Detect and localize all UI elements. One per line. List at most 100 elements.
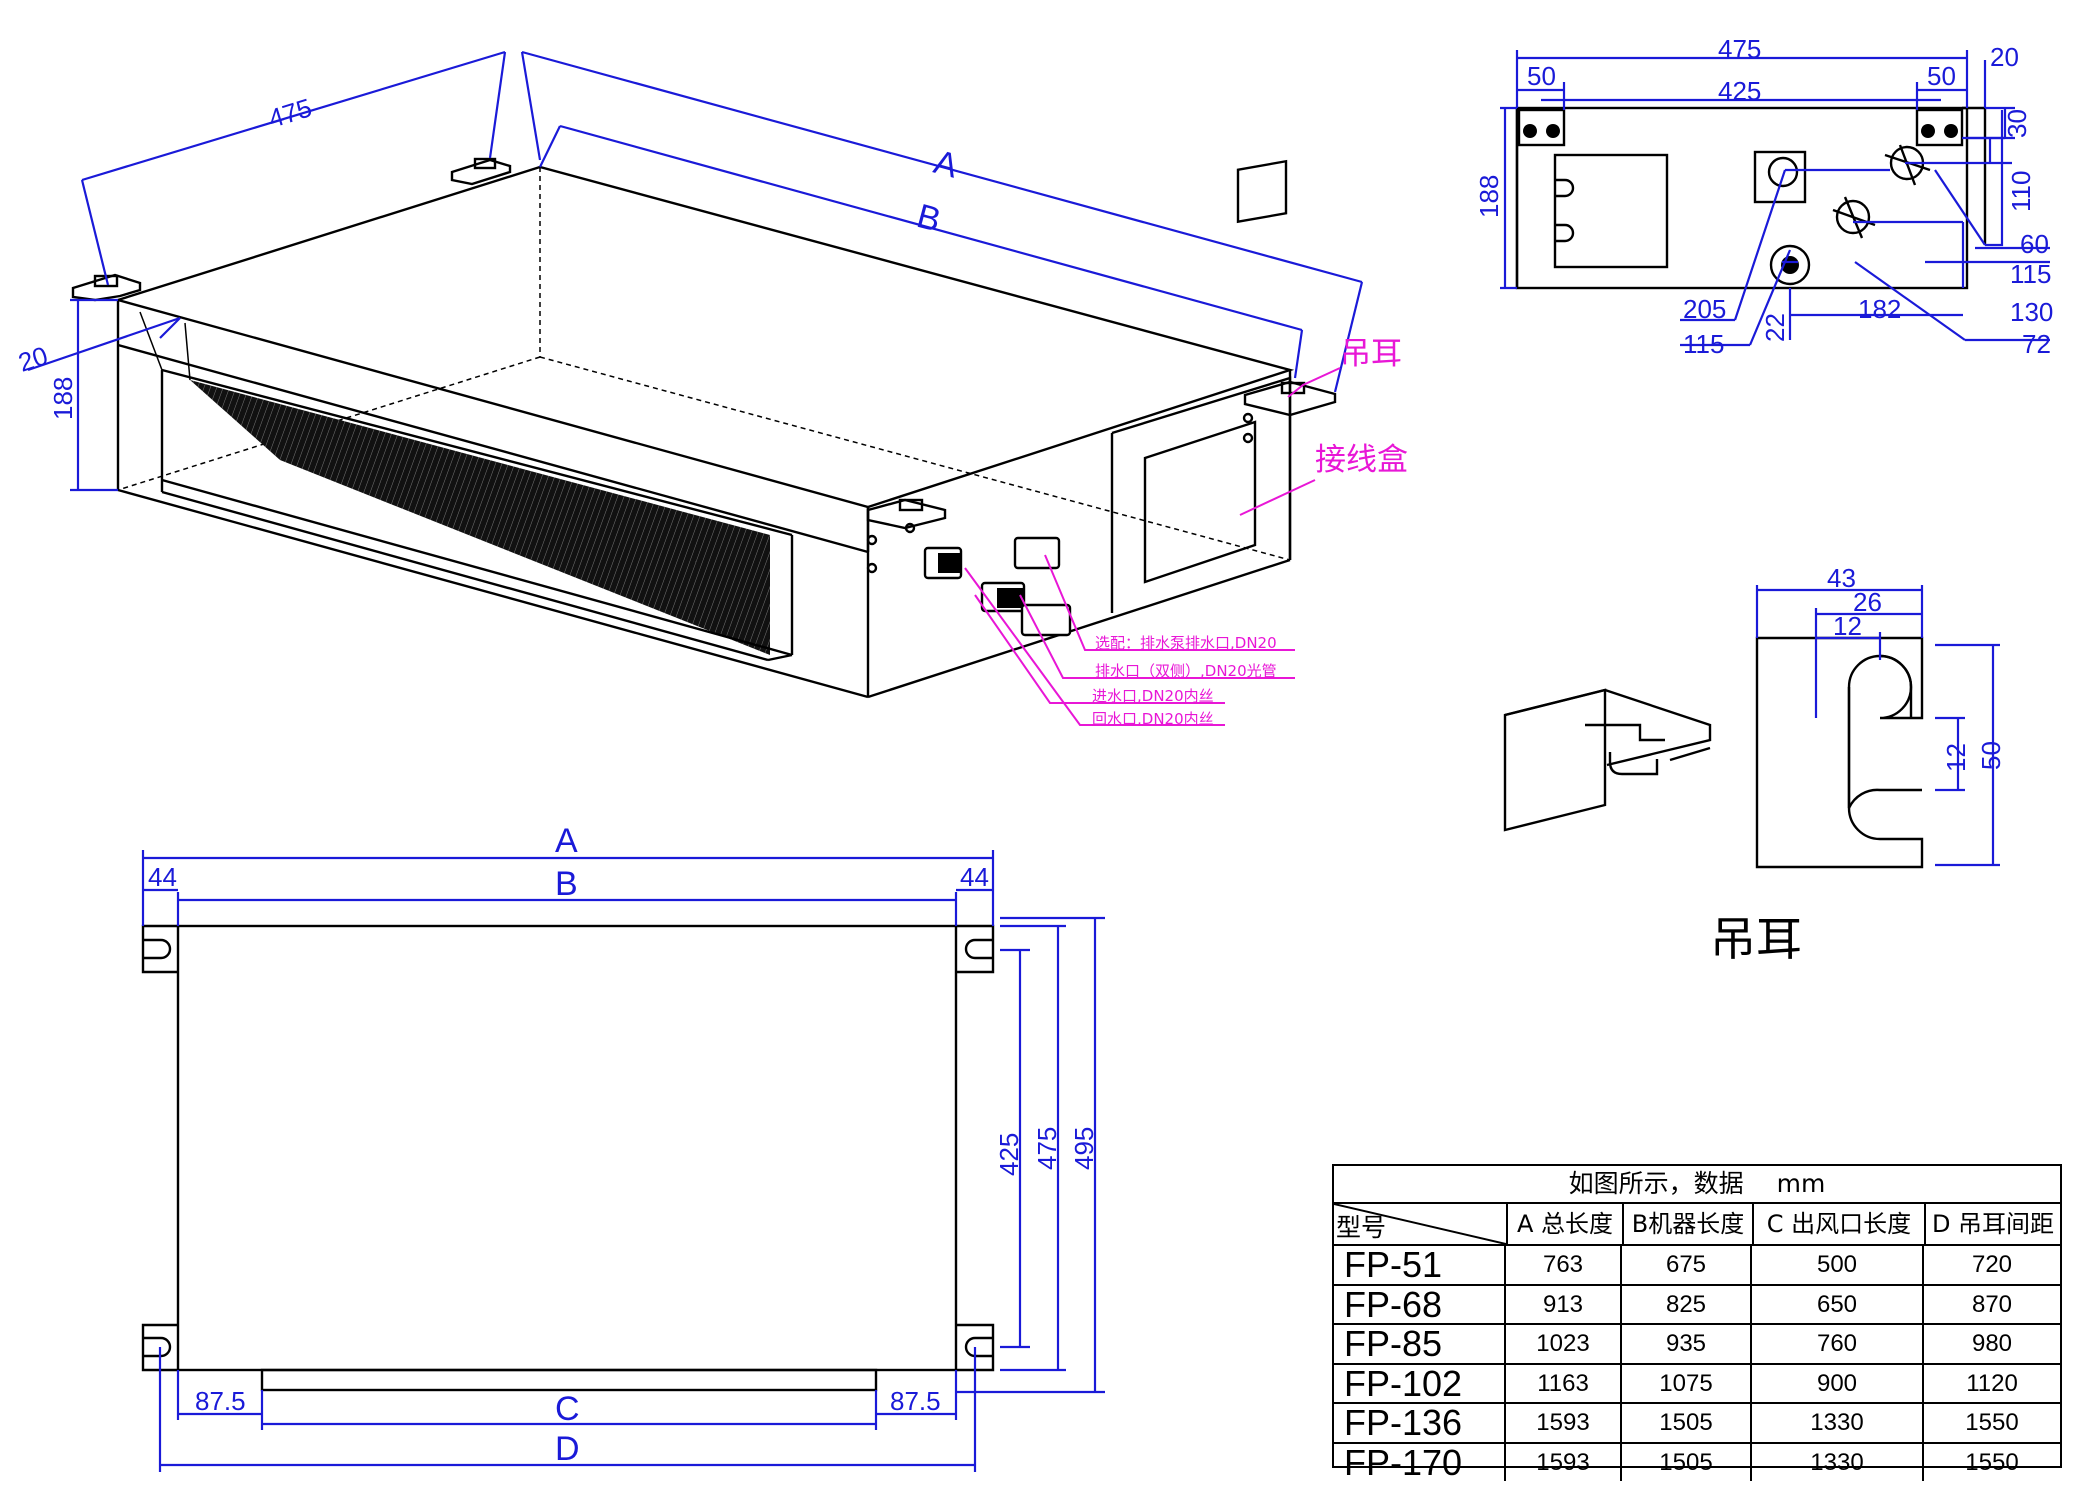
table-title: 如图所示，数据 mm	[1334, 1166, 2060, 1204]
table-header-row: 型号 A 总长度 B机器长度 C 出风口长度 D 吊耳间距	[1334, 1204, 2060, 1246]
label-inlet: 进水口,DN20内丝	[1092, 687, 1214, 705]
dim-side-110: 110	[2006, 171, 2036, 212]
plan-view: A B 44 44 425 475 495 87.5 87.5 C D	[141, 822, 1105, 1472]
bracket-dimensions	[1755, 585, 2000, 867]
iso-dimensions	[27, 50, 1364, 492]
dim-side-188: 188	[1474, 175, 1504, 218]
value-cell: 1550	[1965, 1448, 2019, 1476]
junction-box	[1110, 376, 1292, 613]
dim-side-115b: 115	[1683, 329, 1724, 359]
dim-iso-B: B	[913, 197, 945, 240]
leader-lines	[964, 367, 1341, 726]
dim-iso-20: 20	[15, 340, 52, 377]
dim-bracket-12a: 12	[1833, 611, 1862, 641]
dim-iso-188: 188	[48, 377, 78, 420]
bracket-label: 吊耳	[1710, 912, 1802, 966]
dim-plan-D: D	[555, 1430, 580, 1468]
dim-plan-87-5a: 87.5	[195, 1386, 246, 1416]
dim-iso-475: 475	[265, 92, 315, 133]
value-cell: 913	[1506, 1285, 1622, 1323]
model-cell: FP-136	[1334, 1404, 1506, 1442]
dim-plan-A: A	[555, 822, 578, 860]
value-cell: 760	[1752, 1325, 1924, 1363]
dim-bracket-50: 50	[1976, 741, 2006, 770]
value-cell: 1120	[1966, 1369, 2018, 1397]
value-cell: 763	[1506, 1246, 1622, 1284]
side-outline	[1515, 106, 1987, 290]
value-cell: 935	[1622, 1325, 1752, 1363]
value-cell: 1163	[1506, 1364, 1622, 1402]
coil-fins	[190, 380, 770, 655]
dim-side-22: 22	[1760, 313, 1790, 342]
label-outlet: 回水口,DN20内丝	[1092, 710, 1214, 728]
value-cell: 1330	[1752, 1404, 1924, 1442]
dim-plan-C: C	[555, 1390, 580, 1428]
value-cell: 720	[1971, 1251, 2013, 1278]
bracket-detail: 43 26 12 12 50 吊耳	[1503, 563, 2006, 966]
value-cell: 1330	[1752, 1443, 1924, 1481]
dim-plan-495: 495	[1069, 1127, 1099, 1170]
dim-plan-44b: 44	[960, 862, 989, 892]
value-cell: 1593	[1506, 1443, 1622, 1481]
side-view: 475 20 50 50 425 30 110 60 115 130 72 18…	[1474, 34, 2053, 359]
value-cell: 650	[1752, 1285, 1924, 1323]
dim-side-425: 425	[1718, 76, 1761, 106]
dim-bracket-43: 43	[1827, 563, 1856, 593]
dim-plan-44a: 44	[148, 862, 177, 892]
pipe-connections	[866, 412, 1254, 637]
label-hanger: 吊耳	[1340, 336, 1402, 372]
table-corner-label: 型号	[1336, 1213, 1387, 1242]
dim-side-130: 130	[2010, 297, 2053, 327]
model-cell: FP-51	[1334, 1246, 1506, 1284]
model-cell: FP-68	[1334, 1285, 1506, 1323]
label-drain: 排水口（双侧）,DN20光管	[1095, 662, 1277, 680]
dim-side-60: 60	[2020, 229, 2049, 259]
value-cell: 1550	[1965, 1409, 2019, 1436]
value-cell: 675	[1622, 1246, 1752, 1284]
side-dimensions	[1500, 50, 2050, 347]
dim-iso-A: A	[930, 143, 962, 186]
dim-side-50b: 50	[1927, 61, 1956, 91]
value-cell: 1023	[1506, 1325, 1622, 1363]
value-cell: 980	[1971, 1330, 2013, 1357]
plan-outline	[141, 924, 995, 1392]
corner-diagonal	[1334, 1204, 1506, 1244]
dim-side-475: 475	[1718, 34, 1761, 64]
value-cell: 1505	[1622, 1443, 1752, 1481]
table-corner-cell: 型号	[1334, 1204, 1508, 1244]
col-header-d: D 吊耳间距	[1931, 1210, 2055, 1238]
dim-side-205: 205	[1683, 294, 1726, 324]
col-header-c: C 出风口长度	[1754, 1204, 1926, 1244]
dim-side-30: 30	[2002, 109, 2032, 138]
label-junction-box: 接线盒	[1315, 442, 1408, 478]
value-cell: 870	[1971, 1290, 2013, 1318]
dim-side-72: 72	[2022, 329, 2051, 359]
value-cell: 825	[1622, 1285, 1752, 1323]
value-cell: 1075	[1622, 1364, 1752, 1402]
value-cell: 1593	[1506, 1404, 1622, 1442]
air-outlet	[139, 311, 794, 662]
dim-plan-475: 475	[1032, 1127, 1062, 1170]
col-header-a: A 总长度	[1508, 1204, 1624, 1244]
dim-bracket-26: 26	[1853, 587, 1882, 617]
dim-side-115a: 115	[2010, 259, 2051, 289]
spec-table: 如图所示，数据 mm 型号 A 总长度 B机器长度 C 出风口长度 D 吊耳间距…	[1332, 1164, 2062, 1481]
dim-side-182: 182	[1858, 294, 1901, 324]
isometric-view: 475 A B 20 188 吊耳 接线盒 选配：排水泵排水口,DN20 排水口…	[15, 50, 1408, 728]
value-cell: 1505	[1622, 1404, 1752, 1442]
dim-side-20: 20	[1990, 42, 2019, 72]
dim-bracket-12b: 12	[1941, 743, 1971, 772]
bracket-front	[1755, 636, 1924, 869]
dim-side-50a: 50	[1527, 61, 1556, 91]
dim-plan-425: 425	[994, 1133, 1024, 1176]
dim-plan-87-5b: 87.5	[890, 1386, 941, 1416]
value-cell: 500	[1752, 1246, 1924, 1284]
